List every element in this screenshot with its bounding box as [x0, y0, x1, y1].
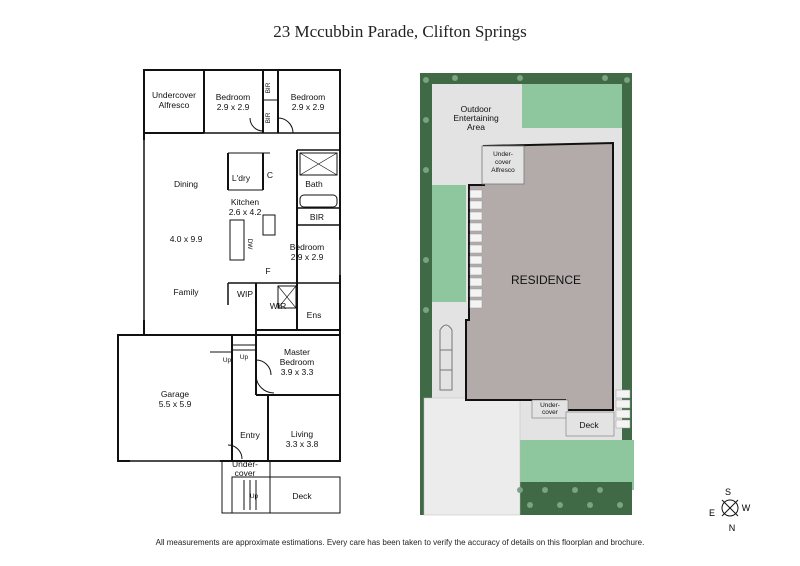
residence-footprint	[465, 141, 614, 411]
label-bir-2: BIR	[265, 112, 272, 123]
label-up-3: Up	[250, 493, 259, 500]
compass-s: S	[725, 487, 731, 497]
label-outdoor-2: Entertaining	[453, 113, 499, 123]
disclaimer: All measurements are approximate estimat…	[155, 538, 645, 547]
label-bir-3: BIR	[310, 212, 324, 222]
label-site-undercover-1: Under-	[540, 402, 560, 409]
label-kitchen: Kitchen	[231, 197, 260, 207]
label-garage: Garage	[161, 389, 190, 399]
label-undercover-1: Under-	[232, 459, 258, 469]
label-deck: Deck	[292, 491, 312, 501]
label-up-2: Up	[240, 354, 249, 361]
site-plan-labels: Outdoor Entertaining Area Under- cover A…	[453, 104, 599, 430]
label-wir: WIR	[270, 301, 287, 311]
label-ens: Ens	[307, 310, 322, 320]
label-master-size: 3.9 x 3.3	[281, 367, 314, 377]
label-ldry: L'dry	[232, 173, 251, 183]
grass-bottom	[520, 440, 634, 490]
label-f: F	[265, 266, 270, 276]
label-dw: DW	[246, 239, 253, 251]
label-bedroom-a: Bedroom	[216, 92, 251, 102]
site-alfresco	[481, 145, 525, 185]
label-alfresco-2: cover	[495, 159, 512, 166]
site-deck	[565, 411, 615, 437]
boat-icon	[439, 324, 453, 391]
compass-w: W	[742, 503, 751, 513]
label-bedroom-c: Bedroom	[290, 242, 325, 252]
label-outdoor-3: Area	[467, 122, 485, 132]
label-residence: RESIDENCE	[511, 273, 581, 287]
label-family: Family	[173, 287, 199, 297]
label-bedroom-b: Bedroom	[291, 92, 326, 102]
label-dining-size: 4.0 x 9.9	[170, 234, 203, 244]
label-entry: Entry	[240, 430, 261, 440]
label-dining: Dining	[174, 179, 198, 189]
label-wip: WIP	[237, 289, 253, 299]
page-title: 23 Mccubbin Parade, Clifton Springs	[273, 22, 527, 41]
stepping-stones	[469, 189, 483, 309]
compass-n: N	[729, 523, 736, 533]
label-alfresco-1: Under-	[493, 151, 513, 158]
label-kitchen-size: 2.6 x 4.2	[229, 207, 262, 217]
label-living: Living	[291, 429, 313, 439]
compass-e: E	[709, 508, 715, 518]
label-alfresco-3: Alfresco	[491, 167, 515, 174]
floor-plan-labels: Undercover Alfresco Bedroom 2.9 x 2.9 Be…	[152, 82, 325, 501]
label-undercover-alfresco-1: Undercover	[152, 90, 196, 100]
hedge-trees	[423, 75, 630, 508]
label-up-1: Up	[223, 357, 232, 364]
label-bir-1: BIR	[265, 82, 272, 93]
grass-left	[432, 185, 466, 302]
label-site-undercover-2: cover	[542, 409, 559, 416]
label-living-size: 3.3 x 3.8	[286, 439, 319, 449]
label-bath: Bath	[305, 179, 323, 189]
side-steps	[615, 389, 631, 429]
compass-icon: S E W N	[709, 487, 751, 533]
label-site-deck: Deck	[579, 420, 599, 430]
label-undercover-2: cover	[235, 468, 256, 478]
floor-plan	[117, 69, 341, 514]
label-bedroom-c-size: 2.9 x 2.9	[291, 252, 324, 262]
wall-undercover	[221, 460, 271, 514]
site-plan	[420, 73, 634, 516]
label-undercover-alfresco-2: Alfresco	[159, 100, 190, 110]
driveway	[423, 397, 521, 516]
label-c: C	[267, 170, 273, 180]
label-master-2: Bedroom	[280, 357, 315, 367]
site-undercover	[531, 399, 569, 419]
label-bedroom-b-size: 2.9 x 2.9	[292, 102, 325, 112]
label-garage-size: 5.5 x 5.9	[159, 399, 192, 409]
label-outdoor-1: Outdoor	[461, 104, 492, 114]
grass-top-right	[522, 84, 622, 128]
label-master-1: Master	[284, 347, 310, 357]
label-bedroom-a-size: 2.9 x 2.9	[217, 102, 250, 112]
wall-deck	[231, 476, 341, 514]
